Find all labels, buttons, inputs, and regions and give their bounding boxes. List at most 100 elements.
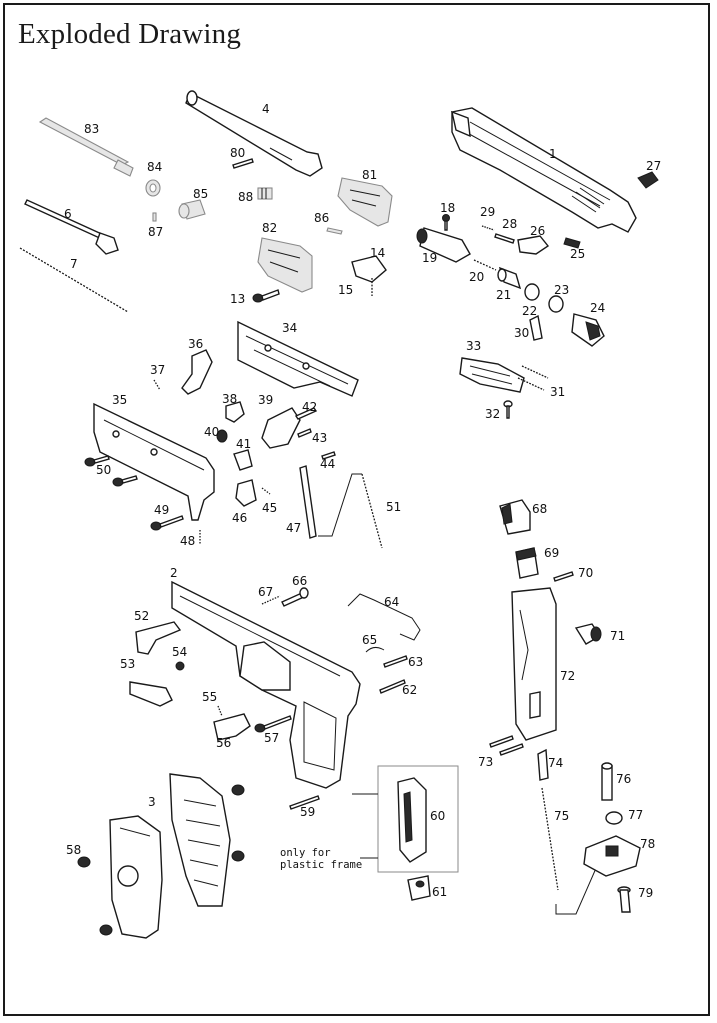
label-24: 24 — [590, 301, 605, 315]
label-79: 79 — [638, 886, 653, 900]
part-35-side-plate — [93, 402, 215, 521]
part-76-tube — [601, 762, 613, 801]
label-63: 63 — [408, 655, 423, 669]
label-20: 20 — [469, 270, 484, 284]
label-36: 36 — [188, 337, 203, 351]
label-57: 57 — [264, 731, 279, 745]
part-34-chassis — [237, 320, 359, 397]
label-44: 44 — [320, 457, 335, 471]
part-58-grip-screws — [77, 784, 245, 936]
part-45-spring — [261, 487, 271, 495]
label-15: 15 — [338, 283, 353, 297]
part-61-cap — [407, 875, 431, 901]
part-3-grip-left — [109, 815, 163, 939]
part-72-magazine — [511, 587, 557, 741]
part-42-pin — [294, 407, 318, 420]
label-35: 35 — [112, 393, 127, 407]
label-75: 75 — [554, 809, 569, 823]
part-81-hop-up — [337, 177, 393, 227]
part-1-slide — [451, 107, 637, 233]
note-line-1: only for — [280, 847, 331, 859]
part-74-follower-arm — [537, 748, 549, 781]
label-69: 69 — [544, 546, 559, 560]
label-73: 73 — [478, 755, 493, 769]
label-62: 62 — [402, 683, 417, 697]
label-23: 23 — [554, 283, 569, 297]
part-82-chamber — [257, 237, 313, 293]
part-87-pin — [152, 212, 157, 222]
label-72: 72 — [560, 669, 575, 683]
label-66: 66 — [292, 574, 307, 588]
label-39: 39 — [258, 393, 273, 407]
label-47: 47 — [286, 521, 301, 535]
label-50: 50 — [96, 463, 111, 477]
part-51-spring — [361, 473, 383, 549]
part-77-o-ring — [605, 811, 623, 825]
part-31-spring — [517, 365, 549, 391]
label-4: 4 — [262, 102, 270, 116]
label-85: 85 — [193, 187, 208, 201]
part-29-spring — [481, 225, 495, 231]
label-26: 26 — [530, 224, 545, 238]
part-41-lever — [233, 449, 253, 471]
label-6: 6 — [64, 207, 72, 221]
note-line-2: plastic frame — [280, 859, 362, 871]
label-2: 2 — [170, 566, 178, 580]
label-22: 22 — [522, 304, 537, 318]
label-33: 33 — [466, 339, 481, 353]
label-70: 70 — [578, 566, 593, 580]
label-59: 59 — [300, 805, 315, 819]
part-78-base — [583, 835, 641, 877]
label-30: 30 — [514, 326, 529, 340]
part-69-follower — [515, 547, 539, 579]
label-64: 64 — [384, 595, 399, 609]
part-26-lever — [517, 235, 550, 255]
label-42: 42 — [302, 400, 317, 414]
label-41: 41 — [236, 437, 251, 451]
part-62-pin — [379, 679, 406, 694]
part-54-ball — [175, 661, 185, 671]
part-46-disconnector — [235, 479, 257, 507]
label-34: 34 — [282, 321, 297, 335]
part-84-ring — [145, 179, 161, 197]
label-83: 83 — [84, 122, 99, 136]
label-48: 48 — [180, 534, 195, 548]
label-52: 52 — [134, 609, 149, 623]
part-88-block — [257, 187, 273, 200]
label-19: 19 — [422, 251, 437, 265]
part-83-outer-barrel — [38, 117, 134, 177]
part-14-catch — [351, 255, 387, 283]
label-43: 43 — [312, 431, 327, 445]
part-50-screws — [84, 455, 138, 487]
plastic-frame-box — [352, 765, 459, 873]
part-37-spring — [153, 379, 161, 391]
label-71: 71 — [610, 629, 625, 643]
label-7: 7 — [70, 257, 78, 271]
part-30-plunger — [529, 314, 543, 341]
label-58: 58 — [66, 843, 81, 857]
label-78: 78 — [640, 837, 655, 851]
part-64-spring-wire — [347, 593, 421, 641]
part-60-insert — [397, 777, 427, 863]
label-25: 25 — [570, 247, 585, 261]
part-59-pin — [289, 795, 320, 810]
label-29: 29 — [480, 205, 495, 219]
part-49-screw — [150, 515, 184, 531]
part-53-lever — [129, 681, 173, 707]
label-81: 81 — [362, 168, 377, 182]
label-61: 61 — [432, 885, 447, 899]
part-21-tube — [497, 266, 522, 290]
part-23-piston — [548, 295, 564, 313]
label-84: 84 — [147, 160, 162, 174]
part-32-screw — [503, 400, 513, 419]
part-86-pin — [326, 227, 343, 235]
label-67: 67 — [258, 585, 273, 599]
label-54: 54 — [172, 645, 187, 659]
part-75-spring — [541, 787, 559, 891]
part-52-safety — [135, 621, 182, 655]
part-27-rear-sight — [637, 171, 659, 189]
part-70-pin — [553, 571, 574, 582]
label-18: 18 — [440, 201, 455, 215]
label-55: 55 — [202, 690, 217, 704]
